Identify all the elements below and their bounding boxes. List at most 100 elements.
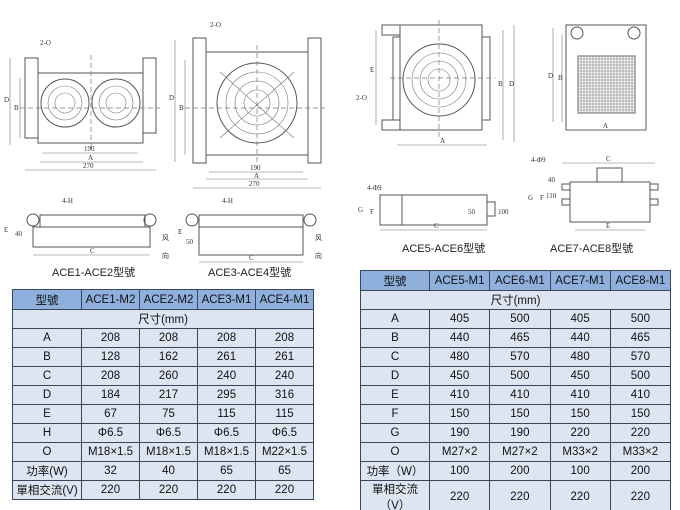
svg-text:2-O: 2-O — [40, 39, 51, 47]
value-cell: 240 — [197, 366, 256, 386]
value-cell: 220 — [489, 480, 551, 510]
drawing-ace3-ace4-side: 4-H E50 C 风向 — [178, 197, 322, 263]
value-cell: 450 — [549, 366, 611, 386]
value-cell: 150 — [549, 404, 611, 424]
svg-text:C: C — [249, 254, 254, 262]
value-cell: 260 — [139, 366, 198, 386]
value-cell: 208 — [81, 366, 140, 386]
param-cell: 單相交流(V) — [12, 480, 82, 500]
value-cell: 405 — [428, 309, 491, 329]
value-cell: 440 — [549, 328, 611, 348]
svg-text:E: E — [370, 66, 374, 74]
svg-text:B: B — [498, 80, 503, 88]
param-cell: B — [12, 347, 82, 367]
param-cell: 功率（W） — [360, 461, 430, 481]
value-cell: 465 — [609, 328, 672, 348]
header-cell: 型號 — [12, 289, 82, 310]
value-cell: 240 — [255, 366, 314, 386]
value-cell: 480 — [428, 347, 491, 367]
param-cell: C — [360, 347, 430, 367]
value-cell: 208 — [255, 328, 314, 348]
param-cell: D — [360, 366, 430, 386]
svg-text:110: 110 — [546, 192, 557, 200]
caption-ace1-ace2: ACE1-ACE2型號 — [52, 267, 136, 279]
param-cell: E — [12, 404, 82, 424]
value-cell: Φ6.5 — [139, 423, 198, 443]
svg-text:D: D — [4, 96, 9, 104]
value-cell: 100 — [549, 461, 611, 481]
svg-text:2-O: 2-O — [356, 94, 367, 102]
header-cell: ACE2-M2 — [139, 289, 198, 310]
param-cell: D — [12, 385, 82, 405]
value-cell: 261 — [255, 347, 314, 367]
svg-text:4-H: 4-H — [222, 197, 233, 205]
unit-row: 尺寸(mm) — [12, 309, 314, 329]
svg-text:270: 270 — [83, 162, 94, 170]
svg-text:向: 向 — [315, 251, 322, 260]
value-cell: 410 — [428, 385, 491, 405]
svg-text:D: D — [548, 72, 553, 80]
value-cell: 500 — [609, 309, 672, 329]
caption-ace5-ace6: ACE5-ACE6型號 — [402, 243, 486, 255]
param-cell: A — [12, 328, 82, 348]
value-cell: M27×2 — [428, 442, 491, 462]
value-cell: 208 — [139, 328, 198, 348]
value-cell: M18×1.5 — [197, 442, 256, 462]
svg-text:100: 100 — [498, 208, 509, 216]
value-cell: 100 — [428, 461, 491, 481]
svg-text:E: E — [606, 222, 610, 230]
value-cell: 450 — [428, 366, 491, 386]
svg-text:B: B — [179, 104, 184, 112]
value-cell: 220 — [609, 423, 672, 443]
value-cell: 200 — [489, 461, 551, 481]
svg-text:向: 向 — [162, 251, 169, 260]
value-cell: 261 — [197, 347, 256, 367]
svg-text:50: 50 — [186, 238, 194, 246]
value-cell: 162 — [139, 347, 198, 367]
value-cell: 65 — [255, 461, 314, 481]
svg-text:B: B — [558, 74, 563, 82]
value-cell: 115 — [255, 404, 314, 424]
value-cell: 220 — [139, 480, 198, 500]
value-cell: 410 — [549, 385, 611, 405]
value-cell: 220 — [549, 423, 611, 443]
unit-row: 尺寸(mm) — [360, 290, 671, 310]
value-cell: 220 — [428, 480, 491, 510]
value-cell: 295 — [197, 385, 256, 405]
param-cell: H — [12, 423, 82, 443]
value-cell: 500 — [489, 309, 551, 329]
param-cell: A — [360, 309, 430, 329]
value-cell: 220 — [255, 480, 314, 500]
value-cell: 150 — [609, 404, 672, 424]
svg-text:E: E — [178, 228, 182, 236]
value-cell: 32 — [81, 461, 140, 481]
unit-cell: 尺寸(mm) — [12, 309, 314, 329]
header-cell: 型號 — [360, 270, 430, 291]
caption-ace7-ace8: ACE7-ACE8型號 — [550, 243, 634, 255]
svg-text:B: B — [14, 104, 19, 112]
param-cell: B — [360, 328, 430, 348]
value-cell: M22×1.5 — [255, 442, 314, 462]
svg-text:G: G — [358, 206, 363, 214]
value-cell: 150 — [489, 404, 551, 424]
value-cell: 208 — [81, 328, 140, 348]
svg-text:C: C — [434, 222, 439, 230]
svg-text:270: 270 — [249, 180, 260, 188]
param-cell: 單相交流（V） — [360, 480, 430, 510]
svg-text:D: D — [169, 94, 174, 102]
header-cell: ACE7-M1 — [549, 270, 611, 291]
value-cell: Φ6.5 — [197, 423, 256, 443]
value-cell: 570 — [489, 347, 551, 367]
